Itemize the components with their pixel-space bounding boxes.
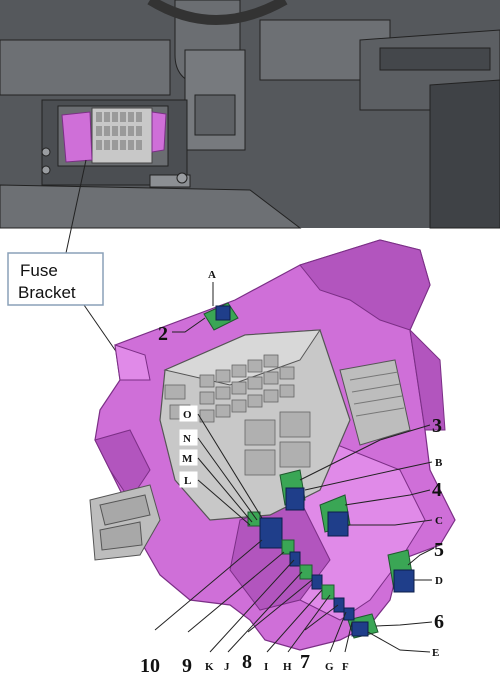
label-A: A [208,269,216,281]
svg-text:L: L [184,475,191,487]
label-K: K [205,661,214,673]
box-label-L: L [179,471,198,488]
fuse-bracket-callout: Fuse Bracket [7,252,104,306]
label-D: D [435,575,443,587]
connector-row-lower [247,511,355,621]
label-2: 2 [158,323,168,345]
callout-line-1: Fuse [20,261,58,280]
label-8: 8 [242,651,252,673]
vehicle-interior-photo [0,0,500,229]
connector-3 [279,469,306,511]
label-C: C [435,515,443,527]
connectors [203,302,415,639]
label-5: 5 [434,539,444,561]
connector-4 [319,494,351,537]
box-label-N: N [179,429,198,446]
label-6: 6 [434,611,444,633]
label-7: 7 [300,651,310,673]
callout-leader-top [65,159,87,254]
svg-text:N: N [183,433,191,445]
connector-5 [387,549,415,593]
label-F: F [342,661,349,673]
box-label-O: O [179,405,198,422]
callout-line-2: Bracket [18,283,76,302]
svg-text:O: O [183,409,192,421]
label-E: E [432,647,439,659]
label-H: H [283,661,292,673]
label-10: 10 [140,655,160,677]
connector-2 [203,302,239,331]
connector-6 [347,613,379,639]
label-J: J [224,661,230,673]
labels: A 2 3 B 4 C 5 D 6 E O N M L 10 9 K J [140,269,444,677]
label-B: B [435,457,443,469]
fuse-box [159,329,351,521]
label-4: 4 [432,479,442,501]
label-I: I [264,661,268,673]
svg-text:M: M [182,453,193,465]
label-3: 3 [432,415,442,437]
label-G: G [325,661,334,673]
label-9: 9 [182,655,192,677]
leader-lines [154,282,435,653]
box-label-M: M [179,449,198,466]
